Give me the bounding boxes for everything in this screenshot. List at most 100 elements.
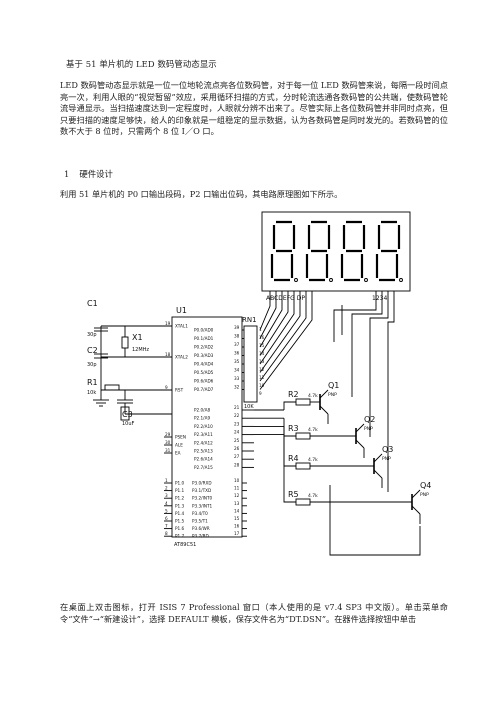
segment-wire [259, 291, 277, 339]
p1-pin-number: 5 [165, 508, 168, 513]
transistor-collector [411, 505, 421, 515]
p0-pin-name: P0.1/AD1 [194, 336, 214, 341]
chip-left-pin-name: XTAL1 [175, 324, 188, 329]
design-paragraph: 利用 51 单片机的 P0 口输出段码，P2 口输出位码，其电路原理图如下所示。 [60, 189, 343, 199]
chip-left-pin-name: RST [175, 388, 184, 393]
p0-pin-number: 32 [234, 385, 240, 390]
digit-segments [305, 220, 331, 282]
chip-left-pin-number: 30 [165, 440, 171, 445]
p3-pin-name: P3.1/TXD [192, 488, 211, 493]
p2-pin-name: P2.5/A13 [194, 449, 213, 454]
transistor-type: PNP [420, 492, 429, 498]
p3-pin-name: P3.4/T0 [192, 511, 208, 516]
p0-pin-name: P0.7/AD7 [194, 387, 214, 392]
p3-pin-number: 14 [234, 508, 240, 513]
p0-pin-name: P0.3/AD3 [194, 353, 214, 358]
resistor-r1 [104, 384, 120, 391]
p0-pin-number: 33 [234, 376, 240, 381]
chip-left-pin-number: 29 [165, 432, 171, 437]
c3-label: C3 [122, 410, 133, 419]
p2-pin-number: 24 [234, 430, 240, 435]
base-resistor [295, 462, 311, 470]
c1-label: C1 [87, 299, 98, 308]
seven-segment-display [261, 211, 411, 292]
transistor-ref: Q1 [328, 381, 339, 390]
p3-pin-name: P3.0/RXD [192, 481, 212, 486]
p1-pin-name: P1.0 [175, 481, 185, 486]
crystal-x1 [121, 336, 129, 349]
resistor-network [243, 325, 258, 403]
p2-pin-name: P2.6/A14 [194, 457, 213, 462]
p3-pin-number: 11 [234, 486, 240, 491]
p0-pin-number: 36 [234, 351, 240, 356]
resistor-ref: R4 [288, 454, 299, 463]
c1-value: 30p [87, 332, 97, 338]
resistor-value: 4.7k [308, 457, 318, 463]
chip-left-pin-name: XTAL2 [175, 355, 188, 360]
digit-select-wire [387, 291, 395, 492]
p3-pin-name: P3.5/T1 [192, 519, 208, 524]
digit-segments [375, 220, 401, 282]
transistor-collector [373, 469, 383, 479]
p2-pin-number: 23 [234, 421, 240, 426]
resnet-ref: RN1 [242, 316, 257, 324]
base-resistor [295, 432, 311, 440]
p0-pin-name: P0.2/AD2 [194, 345, 214, 350]
chip-left-pin-name: PSEN [175, 435, 186, 440]
p1-pin-name: P1.2 [175, 496, 185, 501]
p1-pin-number: 3 [165, 493, 168, 498]
transistor-type: PNP [382, 456, 391, 462]
decimal-point [364, 278, 368, 282]
decimal-point [329, 278, 333, 282]
p2-pin-name: P2.7/A15 [194, 465, 213, 470]
chip-part: AT89C51 [174, 542, 196, 548]
resnet-part: 10K [244, 404, 254, 410]
segment-wire [259, 291, 295, 365]
segment-wire [259, 291, 307, 382]
display-digits [270, 220, 403, 282]
segment-wire [259, 291, 283, 348]
display-segment-label: ABCDEFG DP [266, 295, 305, 302]
digit-segments [270, 220, 296, 282]
p1-pin-name: P1.1 [175, 488, 185, 493]
p3-pin-number: 16 [234, 524, 240, 529]
p1-pin-name: P1.5 [175, 519, 185, 524]
p0-pin-number: 39 [234, 325, 240, 330]
base-resistor [295, 398, 311, 406]
p1-pin-number: 8 [165, 531, 168, 536]
digit-segments [340, 220, 366, 282]
resistor-value: 4.7k [308, 393, 318, 399]
p1-pin-number: 6 [165, 516, 168, 521]
transistor-ref: Q4 [420, 481, 431, 490]
base-resistor [295, 498, 311, 506]
p1-pin-name: P1.3 [175, 503, 185, 508]
p1-pin-number: 4 [165, 501, 168, 506]
p3-pin-number: 17 [234, 531, 240, 536]
rn1-pin-number: 12 [259, 367, 265, 372]
resistor-value: 4.7k [308, 427, 318, 433]
r1-value: 10k [87, 390, 96, 396]
p3-pin-number: 13 [234, 501, 240, 506]
p2-pin-number: 27 [234, 454, 240, 459]
resistor-ref: R3 [288, 424, 299, 433]
capacitor-c3 [120, 406, 130, 421]
p3-pin-name: P3.7/RD [192, 534, 209, 539]
p3-pin-name: P3.3/INT1 [192, 503, 213, 508]
p2-pin-name: P2.2/A10 [194, 424, 213, 429]
p3-pin-name: P3.6/WR [192, 526, 210, 531]
collector-rail [329, 485, 421, 556]
p3-pin-number: 15 [234, 516, 240, 521]
p2-pin-number: 25 [234, 438, 240, 443]
transistor-type: PNP [364, 426, 373, 432]
mcu-chip-body [171, 316, 243, 538]
digit-3 [340, 220, 368, 282]
resistor-value: 4.7k [308, 493, 318, 499]
x1-label: X1 [132, 333, 143, 342]
c2-value: 30p [87, 362, 97, 368]
rn1-pin-number: 15 [259, 343, 265, 348]
intro-paragraph: LED 数码管动态显示就是一位一位地轮流点亮各位数码管，对于每一位 LED 数码… [60, 80, 448, 136]
rn1-pin-number: 13 [259, 359, 265, 364]
chip-left-pin-number: 31 [165, 448, 171, 453]
